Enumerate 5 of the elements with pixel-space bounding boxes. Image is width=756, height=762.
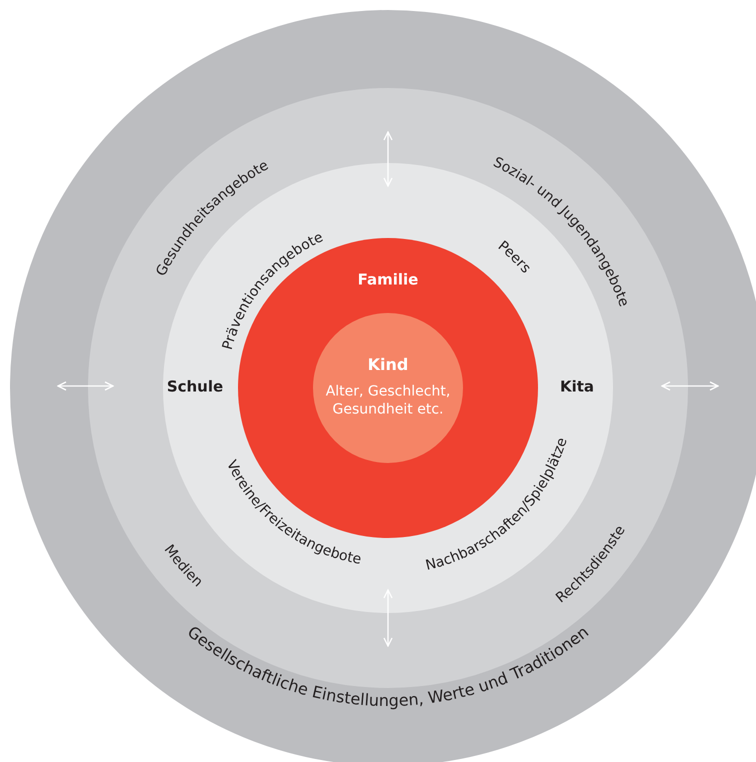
heading-label: Kind (368, 355, 408, 375)
ring-label: Kita (560, 377, 594, 396)
ring-label: Schule (166, 377, 224, 396)
heading-label: Familie (358, 270, 418, 290)
description-text: Alter, Geschlecht, Gesundheit etc. (324, 384, 452, 418)
